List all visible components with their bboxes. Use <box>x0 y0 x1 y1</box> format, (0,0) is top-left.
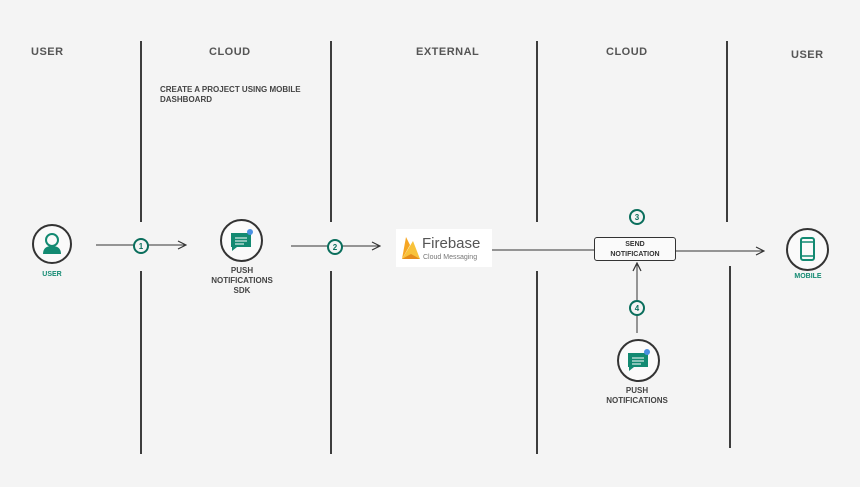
firebase-flame-icon <box>402 237 420 259</box>
lane-divider <box>726 41 728 222</box>
chat-icon <box>628 349 650 371</box>
push-sdk-label-line: SDK <box>233 286 251 295</box>
firebase-title: Firebase <box>422 235 481 252</box>
lane-title-user-left: USER <box>31 46 64 58</box>
step-3-badge: 3 <box>629 209 645 225</box>
project-note: CREATE A PROJECT USING MOBILE DASHBOARD <box>160 85 301 104</box>
push-label-line: NOTIFICATIONS <box>606 396 668 405</box>
push-sdk-label: PUSH NOTIFICATIONS SDK <box>200 266 284 296</box>
step-2-badge: 2 <box>327 239 343 255</box>
firebase-subtitle: Cloud Messaging <box>423 254 478 261</box>
lane-title-cloud-left: CLOUD <box>209 46 251 58</box>
push-sdk-node <box>220 219 263 262</box>
step-4-badge: 4 <box>629 300 645 316</box>
push-sdk-label-line: PUSH <box>230 266 254 275</box>
lane-title-user-right: USER <box>791 49 824 61</box>
lane-divider <box>536 271 538 454</box>
push-notifications-label: PUSH NOTIFICATIONS <box>595 386 679 406</box>
lane-divider <box>729 266 731 448</box>
push-notifications-node <box>617 339 660 382</box>
send-label-line: NOTIFICATION <box>610 251 660 258</box>
lane-divider <box>330 271 332 454</box>
lane-title-cloud-right: CLOUD <box>606 46 648 58</box>
firebase-logo: Firebase Cloud Messaging <box>396 229 492 267</box>
user-icon <box>43 233 61 254</box>
lane-title-external: EXTERNAL <box>416 46 480 58</box>
push-sdk-label-line: NOTIFICATIONS <box>211 276 273 285</box>
lane-divider <box>330 41 332 222</box>
send-notification-box: SEND NOTIFICATION <box>594 237 676 261</box>
user-label: USER <box>42 271 62 278</box>
mobile-node <box>786 228 829 271</box>
user-node <box>32 224 72 264</box>
push-label-line: PUSH <box>625 386 649 395</box>
send-label-line: SEND <box>625 241 645 248</box>
mobile-phone-icon <box>800 237 815 261</box>
lane-divider <box>536 41 538 222</box>
lane-divider <box>140 271 142 454</box>
step-1-badge: 1 <box>133 238 149 254</box>
mobile-label: MOBILE <box>794 273 822 280</box>
lane-divider <box>140 41 142 222</box>
chat-icon <box>231 229 253 251</box>
